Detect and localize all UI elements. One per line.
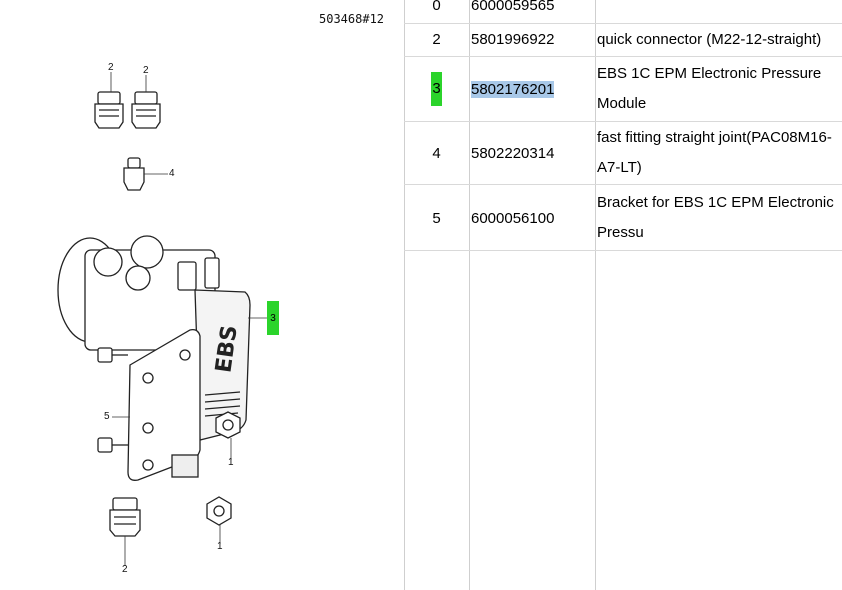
table-row[interactable]: 4 5802220314 fast fitting straight joint… [404,122,842,185]
callout-2c[interactable]: 2 [122,564,128,575]
diagram-id: 503468#12 [319,12,385,26]
table-row[interactable]: 2 5801996922 quick connector (M22-12-str… [404,23,842,57]
connector-part-2c [109,497,141,537]
row-part-number[interactable]: 5802220314 [471,144,555,162]
row-part-number[interactable]: 6000059565 [471,0,555,14]
table-row-selected[interactable]: 3 5802176201 EBS 1C EPM Electronic Press… [404,57,842,122]
fitting-part-4 [123,157,145,191]
parts-table: 0 6000059565 2 5801996922 quick connecto… [404,0,842,590]
row-part-number[interactable]: 6000056100 [471,209,555,227]
connector-part-2a [94,91,124,129]
row-index: 0 [432,0,441,14]
parts-diagram: 503468#12 [0,0,404,590]
row-description: fast fitting straight joint(PAC08M16-A7-… [597,129,832,176]
callout-2a[interactable]: 2 [108,62,114,73]
row-index: 3 [404,57,469,121]
bracket-part-5 [127,328,201,481]
row-index: 5 [432,209,441,227]
row-part-number[interactable]: 5801996922 [471,31,555,48]
exploded-view-drawing: EBS [57,72,268,566]
callout-4[interactable]: 4 [169,168,175,179]
row-index: 2 [432,31,441,48]
row-index-highlight: 3 [431,72,442,106]
selected-part-number[interactable]: 5802176201 [471,80,555,98]
row-description: EBS 1C EPM Electronic Pressure Module [597,65,822,112]
row-part-number[interactable]: 5802176201 [470,57,597,121]
callout-2b[interactable]: 2 [143,65,149,76]
row-index: 4 [432,144,441,162]
table-row[interactable]: 0 6000059565 [404,0,842,24]
row-description: Bracket for EBS 1C EPM Electronic Pressu [597,194,834,241]
row-description [597,0,842,23]
callout-1a[interactable]: 1 [228,457,234,468]
ebs-module-part-3: EBS [57,235,251,441]
nut-part-1b [206,496,232,526]
callout-5[interactable]: 5 [104,411,110,422]
row-description: quick connector (M22-12-straight) [597,30,822,48]
callout-3-highlighted[interactable]: 3 [267,301,279,335]
table-row[interactable]: 5 6000056100 Bracket for EBS 1C EPM Elec… [404,186,842,251]
nut-part-1a [215,411,241,439]
callout-1b[interactable]: 1 [217,541,223,552]
connector-part-2b [131,91,161,129]
